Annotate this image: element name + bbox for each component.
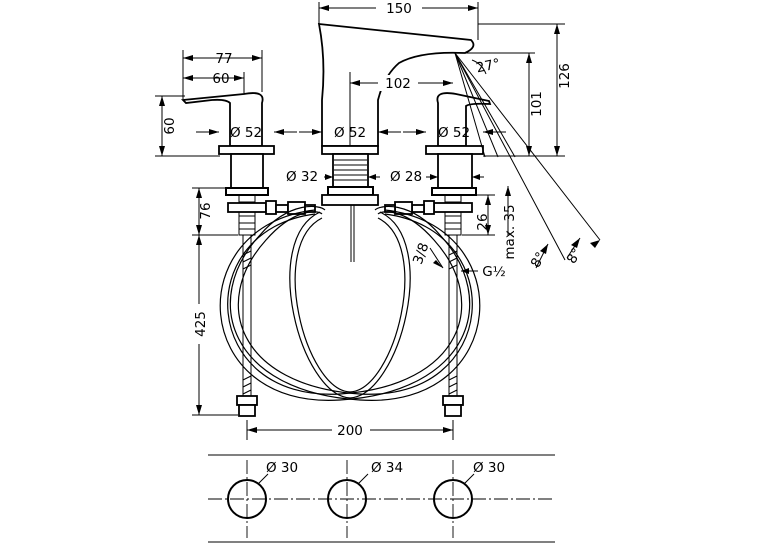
dim-base-left: Ø 52	[230, 125, 262, 141]
dim-spacing: 200	[337, 423, 363, 439]
dim-height-outlet: 101	[529, 91, 545, 117]
supply-pipes	[236, 235, 464, 417]
dim-dia-32: Ø 32	[286, 169, 318, 185]
left-valve	[227, 194, 316, 236]
dim-base-right: Ø 52	[438, 125, 470, 141]
hole-plan	[208, 454, 555, 543]
right-valve	[384, 194, 473, 236]
center-spout	[317, 22, 475, 262]
dim-valve-depth: 76	[198, 202, 214, 219]
dim-angle-8a: 8°	[528, 249, 550, 270]
dim-spout-reach: 102	[385, 76, 411, 92]
dim-lever-width: 77	[215, 51, 232, 67]
dim-lever-depth: 60	[212, 71, 229, 87]
dim-hole-mid: Ø 34	[371, 460, 403, 476]
dim-thread-38: 3/8	[410, 241, 432, 267]
dim-angle-8b: 8°	[564, 245, 586, 266]
dim-connector-26: 26	[475, 213, 491, 230]
dim-spout-width: 150	[386, 1, 412, 17]
dim-hole-left: Ø 30	[266, 460, 298, 476]
dim-max-35: max. 35	[502, 204, 518, 259]
dim-dia-28: Ø 28	[390, 169, 422, 185]
spout-threaded-shank	[334, 159, 367, 181]
dim-thread-g12: G½	[482, 264, 506, 280]
dim-lever-height: 60	[162, 117, 178, 134]
dim-hole-right: Ø 30	[473, 460, 505, 476]
hose-loops	[219, 205, 481, 401]
dim-height-total: 126	[557, 63, 573, 89]
dim-hose-length: 425	[193, 311, 209, 337]
dim-spout-angle: 27°	[475, 56, 502, 77]
left-handle	[181, 92, 275, 196]
right-handle	[425, 92, 492, 196]
